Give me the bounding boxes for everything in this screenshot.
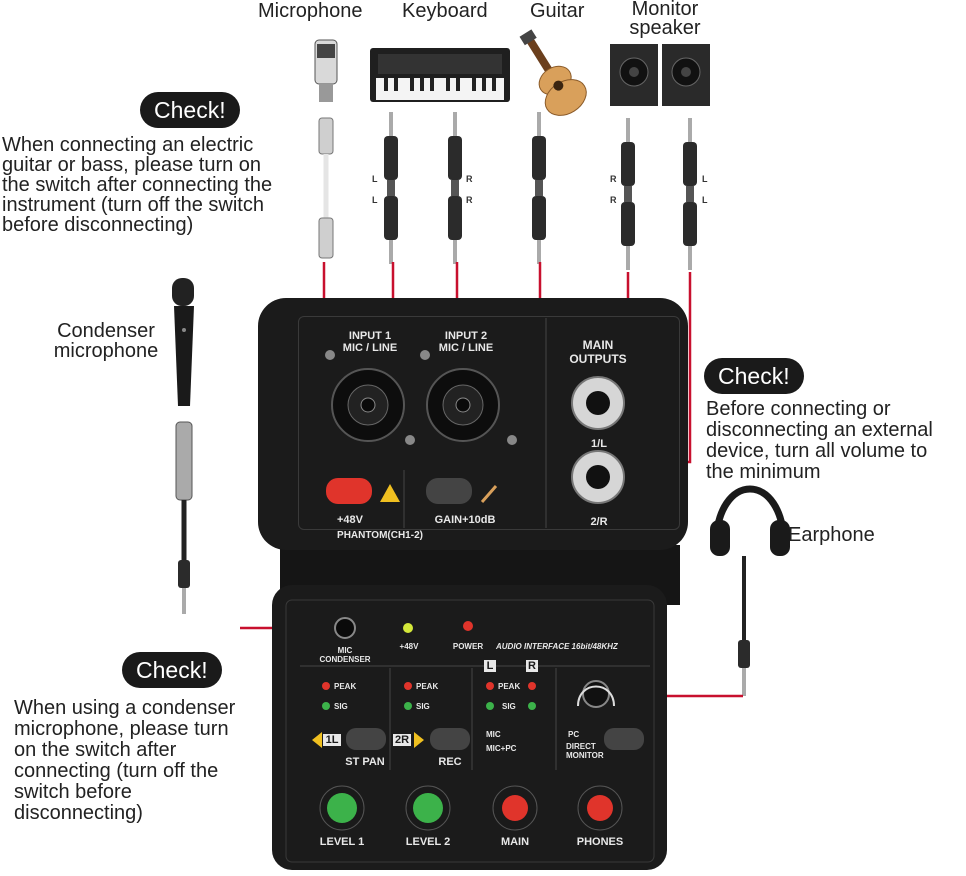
sig-label-2: SIG	[416, 702, 430, 711]
condenser-microphone-label: Condenser microphone	[44, 321, 168, 361]
jack-cable-1	[384, 112, 398, 264]
cable-label-8: L	[702, 195, 708, 205]
keyboard-label: Keyboard	[402, 0, 488, 22]
microphone-label: Microphone	[258, 0, 363, 22]
check-note-1: When connecting an electric guitar or ba…	[2, 134, 273, 236]
input2-line1: INPUT 2	[444, 330, 488, 342]
mic-option-label: MIC	[486, 730, 501, 739]
cable-label-3: R	[466, 174, 473, 184]
condenser-microphone-icon	[172, 278, 194, 406]
mixer-front-panel	[272, 585, 667, 870]
input2-line2: MIC / LINE	[438, 342, 494, 354]
main-outputs-line1: MAIN	[582, 338, 614, 352]
jack-cable-5	[683, 118, 697, 270]
earphone-label: Earphone	[788, 524, 875, 546]
check-note-3: When using a condenser microphone, pleas…	[14, 697, 236, 824]
condenser-label-line1: Condenser	[57, 320, 155, 342]
microphone-icon	[314, 39, 338, 102]
phantom-48v-label: +48V	[337, 514, 363, 526]
monitor-speaker-icon	[610, 44, 710, 106]
interface-label: AUDIO INTERFACE 16bit/48KHZ	[496, 642, 618, 651]
xlr-cable	[318, 117, 334, 259]
jack-cable-2	[448, 112, 462, 264]
phones-label: PHONES	[576, 836, 624, 848]
main-label: MAIN	[500, 836, 530, 848]
right-mark: R	[526, 660, 538, 672]
cable-label-1: L	[372, 174, 378, 184]
input1-line1: INPUT 1	[348, 330, 392, 342]
top-plate	[298, 316, 680, 530]
peak-label-1: PEAK	[334, 682, 357, 691]
out-1l-label: 1/L	[591, 438, 607, 450]
jack-cable-4	[621, 118, 635, 270]
led-48v-label: +48V	[399, 642, 419, 651]
input1-line2: MIC / LINE	[342, 342, 398, 354]
mic-condenser-line1: MIC	[337, 646, 353, 655]
check-badge-1: Check!	[140, 92, 240, 128]
level2-label: LEVEL 2	[405, 836, 451, 848]
main-outputs-line2: OUTPUTS	[569, 352, 627, 366]
left-mark: L	[484, 660, 496, 672]
sig-label-1: SIG	[334, 702, 348, 711]
sig-label-3: SIG	[502, 702, 516, 711]
cable-label-2: L	[372, 195, 378, 205]
keyboard-icon	[370, 48, 510, 102]
monitor-label-line2: speaker	[629, 17, 701, 39]
st-pan-label: ST PAN	[345, 756, 385, 768]
cable-label-4: R	[466, 195, 473, 205]
peak-label-3: PEAK	[498, 682, 521, 691]
micpc-option-label: MIC+PC	[486, 744, 517, 753]
guitar-icon	[519, 29, 587, 116]
check-badge-3: Check!	[122, 652, 222, 688]
pc-option-label: PC	[568, 730, 580, 739]
cable-label-6: R	[610, 195, 617, 205]
jack-cable-3	[532, 112, 546, 264]
direct-line1: DIRECT	[566, 742, 596, 751]
mic-condenser-label: MIC CONDENSER	[312, 646, 378, 664]
main-outputs-label: MAIN OUTPUTS	[558, 338, 638, 366]
mic-condenser-line2: CONDENSER	[319, 655, 371, 664]
power-label: POWER	[452, 642, 484, 651]
input1-label: INPUT 1 MIC / LINE	[340, 330, 400, 354]
check-note-2: Before connecting or disconnecting an ex…	[706, 398, 933, 483]
input2-label: INPUT 2 MIC / LINE	[436, 330, 496, 354]
gain-label: GAIN+10dB	[434, 514, 496, 526]
monitor-label-line1: Monitor	[631, 0, 699, 20]
rec-label: REC	[438, 756, 462, 768]
headphones-icon	[710, 485, 790, 696]
condenser-label-line2: microphone	[53, 340, 159, 362]
out-2r-label: 2/R	[590, 516, 608, 528]
guitar-label: Guitar	[530, 0, 585, 22]
direct-monitor-label: DIRECT MONITOR	[566, 742, 610, 760]
cable-label-5: R	[610, 174, 617, 184]
check-badge-2: Check!	[704, 358, 804, 394]
pan-2r-label: 2R	[393, 734, 411, 746]
pan-1l-label: 1L	[323, 734, 341, 746]
monitor-speaker-label: Monitor speaker	[625, 0, 705, 38]
phantom-label: PHANTOM(CH1-2)	[337, 530, 423, 541]
peak-label-2: PEAK	[416, 682, 439, 691]
level1-label: LEVEL 1	[319, 836, 365, 848]
condenser-cable	[175, 421, 193, 614]
direct-line2: MONITOR	[566, 751, 604, 760]
cable-label-7: L	[702, 174, 708, 184]
